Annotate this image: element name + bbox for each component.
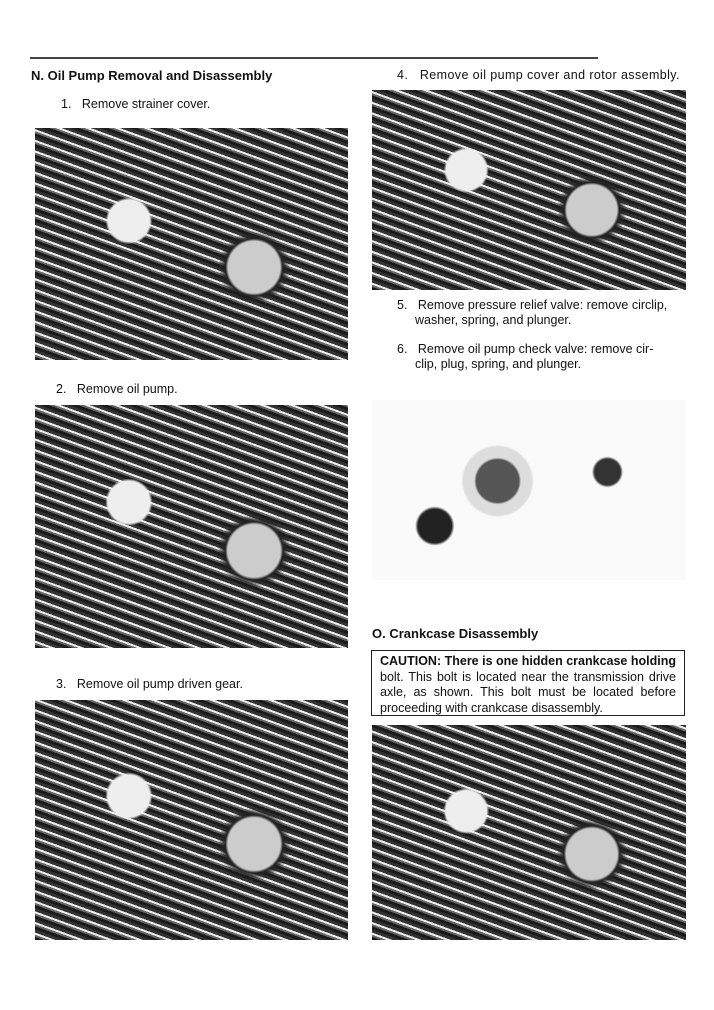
step-5: 5. Remove pressure relief valve: remove … bbox=[397, 298, 667, 328]
step-text: Remove oil pump check valve: remove cir- bbox=[417, 342, 654, 356]
step-3: 3. Remove oil pump driven gear. bbox=[56, 677, 243, 692]
caution-label: CAUTION: There is one hidden crankcase h… bbox=[380, 654, 676, 668]
step-text-cont: washer, spring, and plunger. bbox=[415, 313, 572, 327]
step-text: Remove strainer cover. bbox=[81, 97, 211, 111]
caution-box: CAUTION: There is one hidden crankcase h… bbox=[371, 650, 685, 716]
step-number: 2. bbox=[56, 382, 67, 396]
caution-text: bolt. This bolt is located near the tran… bbox=[380, 669, 676, 715]
step-4: 4. Remove oil pump cover and rotor assem… bbox=[397, 68, 680, 83]
step-1: 1. Remove strainer cover. bbox=[61, 97, 210, 112]
step-text: Remove oil pump. bbox=[76, 382, 178, 396]
step-6: 6. Remove oil pump check valve: remove c… bbox=[397, 342, 653, 372]
step-number: 4. bbox=[397, 68, 409, 82]
step-number: 5. bbox=[397, 298, 408, 312]
step-text: Remove oil pump cover and rotor assembly… bbox=[419, 68, 680, 82]
photo-pump-cover-rotor bbox=[372, 90, 686, 290]
step-text: Remove oil pump driven gear. bbox=[76, 677, 243, 691]
step-number: 1. bbox=[61, 97, 72, 111]
photo-valve-parts bbox=[372, 400, 686, 580]
step-number: 6. bbox=[397, 342, 408, 356]
section-heading-o: O. Crankcase Disassembly bbox=[372, 626, 539, 641]
photo-driven-gear bbox=[35, 700, 348, 940]
step-text-cont: clip, plug, spring, and plunger. bbox=[415, 357, 582, 371]
section-heading-n: N. Oil Pump Removal and Disassembly bbox=[31, 68, 273, 83]
photo-crankcase bbox=[372, 725, 686, 940]
photo-oil-pump bbox=[35, 405, 348, 648]
step-text: Remove pressure relief valve: remove cir… bbox=[417, 298, 668, 312]
step-number: 3. bbox=[56, 677, 67, 691]
top-rule bbox=[30, 57, 598, 59]
step-2: 2. Remove oil pump. bbox=[56, 382, 178, 397]
photo-strainer-cover bbox=[35, 128, 348, 360]
